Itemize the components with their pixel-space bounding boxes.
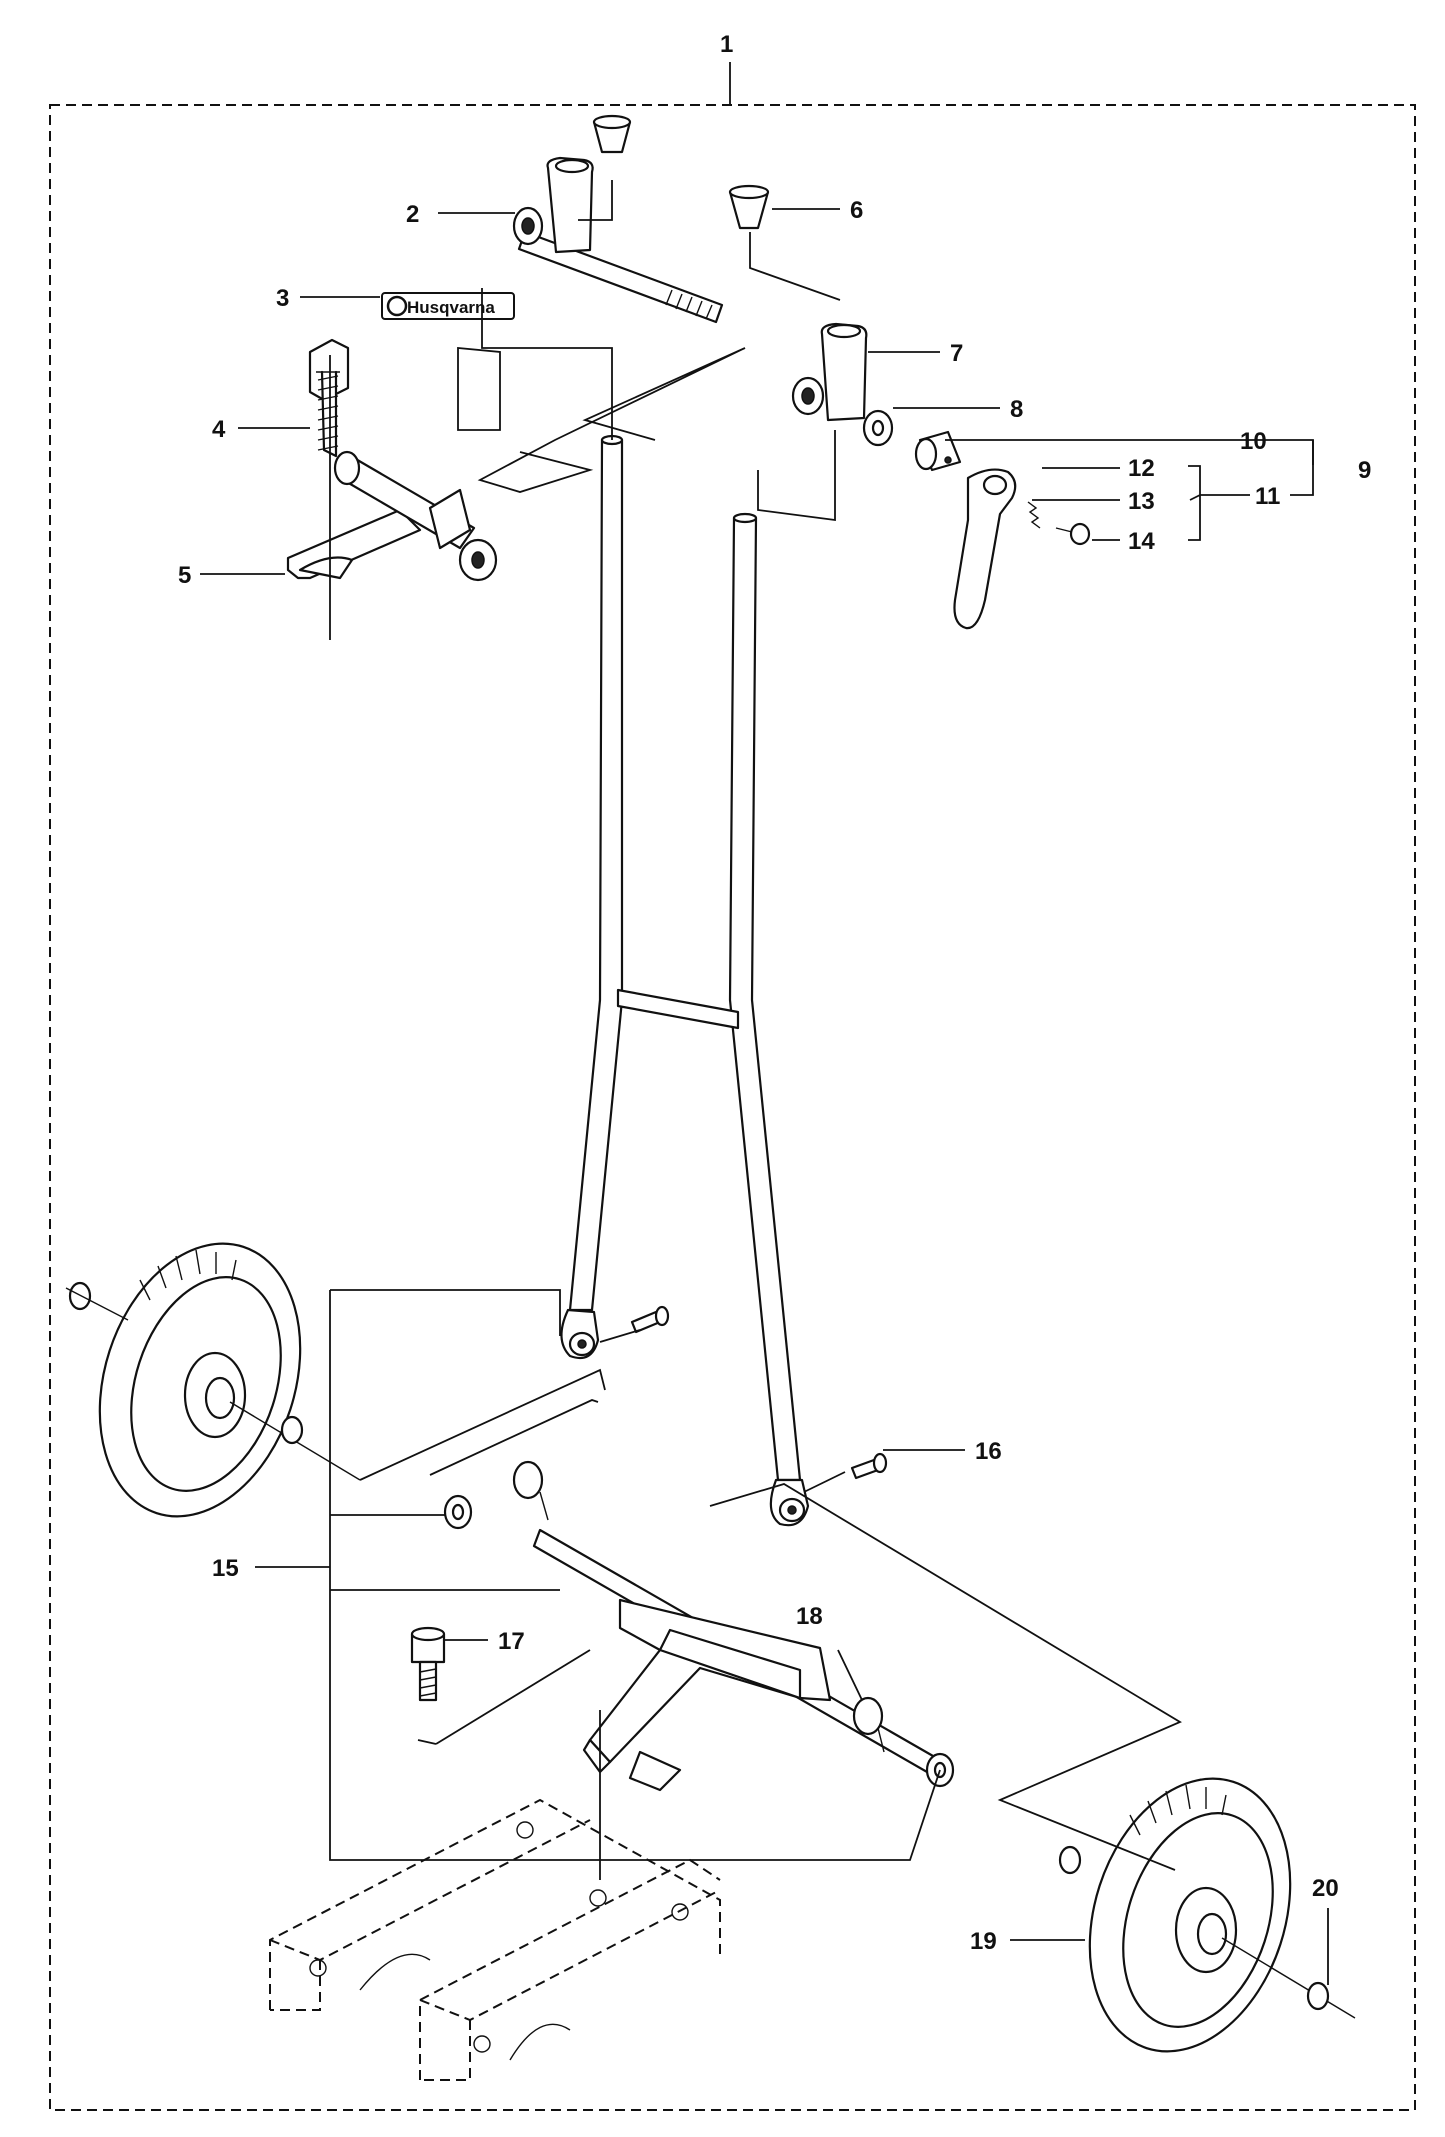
- logo-text: Husqvarna: [407, 298, 495, 317]
- callout-9: 9: [1358, 457, 1371, 484]
- callout-leaders: [200, 62, 1329, 1985]
- callout-13: 13: [1128, 488, 1155, 515]
- callout-6: 6: [850, 197, 863, 224]
- callout-8: 8: [1010, 396, 1023, 423]
- assembly-boundary: [49, 104, 1416, 2111]
- callout-numbers: 1 2 3 4 5 6 7 8 9 10 11 12 13 14 15 16 1…: [178, 31, 1371, 1955]
- callout-4: 4: [212, 416, 226, 443]
- callout-1: 1: [720, 31, 733, 58]
- callout-14: 14: [1128, 528, 1155, 555]
- upper-bar-assembly: [512, 114, 1091, 630]
- axle-base-assembly: [410, 1460, 955, 1792]
- callout-20: 20: [1312, 1875, 1339, 1902]
- husqvarna-logo-sticker: Husqvarna: [381, 292, 515, 320]
- callout-17: 17: [498, 1628, 525, 1655]
- callout-11: 11: [1255, 483, 1280, 510]
- callout-19: 19: [970, 1928, 997, 1955]
- left-wheel: [65, 1242, 361, 1518]
- callout-16: 16: [975, 1438, 1002, 1465]
- machine-base-reference: [269, 1798, 721, 2081]
- callout-3: 3: [276, 285, 289, 312]
- frame-tubes: [560, 434, 888, 1527]
- bracket-assembly: [286, 338, 498, 582]
- callout-7: 7: [950, 340, 963, 367]
- callout-15: 15: [212, 1555, 239, 1582]
- explosion-lines: [329, 180, 1182, 1880]
- callout-18: 18: [796, 1603, 823, 1630]
- callout-12: 12: [1128, 455, 1155, 482]
- callout-2: 2: [406, 201, 419, 228]
- right-wheel: [1058, 1777, 1356, 2053]
- callout-5: 5: [178, 562, 191, 589]
- callout-10: 10: [1240, 428, 1267, 455]
